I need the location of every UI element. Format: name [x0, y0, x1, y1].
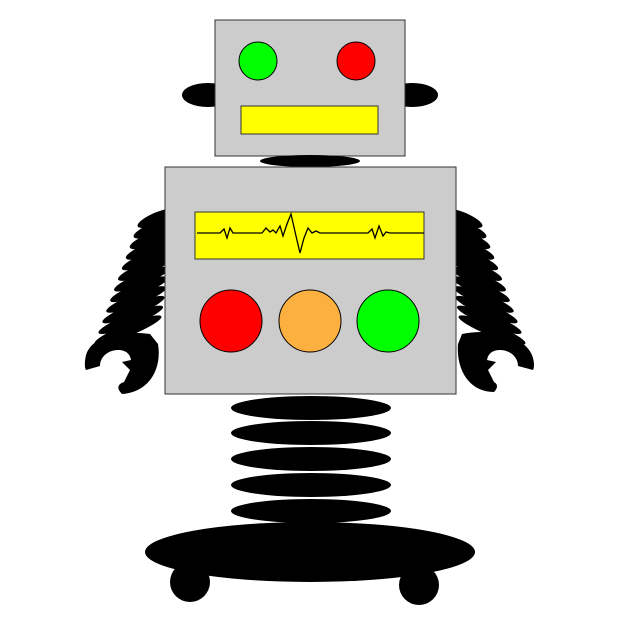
arm-coil: [117, 256, 171, 281]
heartbeat-screen: [194, 211, 425, 260]
arm-coil: [455, 295, 518, 324]
arm-coil: [121, 247, 173, 271]
green-eye-icon: [238, 41, 278, 81]
arm-coil: [129, 227, 176, 250]
red-eye-icon: [336, 41, 376, 81]
arm-coil: [456, 305, 522, 334]
waist-coil: [231, 499, 391, 523]
arm-coil: [447, 247, 499, 271]
arm-coil: [114, 266, 170, 292]
waist-coil: [231, 473, 391, 497]
orange-light-icon: [278, 289, 342, 353]
arm-coil: [98, 305, 164, 334]
arm-coil: [453, 286, 514, 313]
waist-coil: [231, 447, 391, 471]
arm-coil: [450, 266, 506, 292]
arm-coil: [102, 295, 165, 324]
arm-coil: [106, 286, 167, 313]
right-claw-icon: [457, 332, 534, 392]
arm-coil: [446, 237, 495, 260]
mouth-bar: [240, 105, 379, 135]
neck-collar: [260, 155, 360, 167]
base-platform: [145, 522, 475, 582]
spring-neck: [231, 396, 391, 523]
green-light-icon: [356, 289, 420, 353]
heartbeat-waveform: [197, 211, 424, 254]
waist-coil: [231, 421, 391, 445]
arm-coil: [110, 276, 168, 303]
left-claw-icon: [84, 332, 159, 394]
left-spring-arm: [94, 208, 179, 345]
arm-coil: [125, 237, 174, 260]
arm-coil: [449, 256, 503, 281]
arm-coil: [452, 276, 510, 303]
waist-coil: [231, 396, 391, 420]
left-wheel: [170, 562, 210, 602]
robot-head: [214, 19, 406, 157]
right-wheel: [399, 565, 439, 605]
red-light-icon: [199, 289, 263, 353]
robot-torso: [164, 166, 457, 395]
